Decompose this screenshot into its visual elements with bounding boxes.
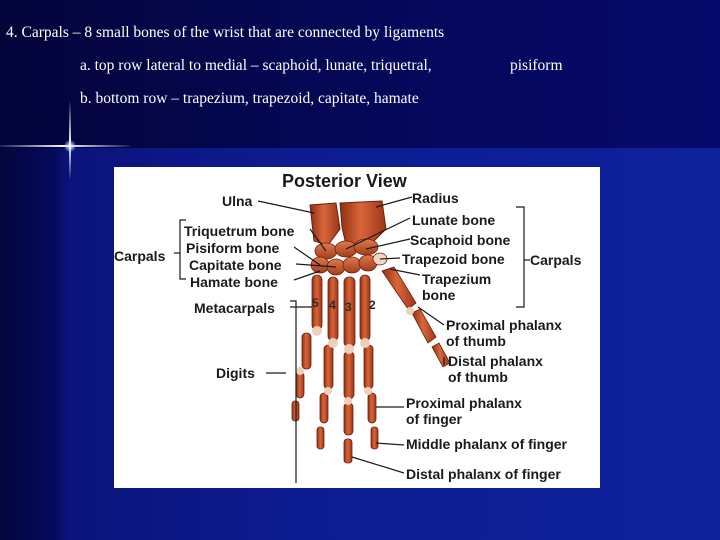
figure-title: Posterior View bbox=[282, 171, 407, 191]
label-radius: Radius bbox=[412, 190, 459, 206]
label-trapezoid: Trapezoid bone bbox=[402, 251, 505, 267]
label-proximal-phalanx-thumb: Proximal phalanx bbox=[446, 317, 562, 333]
label-distal-phalanx-thumb-cont: of thumb bbox=[448, 369, 508, 385]
metacarpal-number-4: 4 bbox=[329, 298, 336, 312]
label-distal-phalanx-thumb: Distal phalanx bbox=[448, 353, 543, 369]
label-proximal-phalanx-thumb-cont: of thumb bbox=[446, 333, 506, 349]
label-trapezium-cont: bone bbox=[422, 287, 456, 303]
label-scaphoid: Scaphoid bone bbox=[410, 232, 511, 248]
metacarpal-number-2: 2 bbox=[369, 298, 376, 312]
forearm-bones bbox=[309, 200, 387, 246]
label-ulna: Ulna bbox=[222, 193, 253, 209]
hand-bones-illustration bbox=[174, 196, 530, 483]
metacarpal-number-5: 5 bbox=[312, 296, 319, 310]
label-metacarpals: Metacarpals bbox=[194, 300, 275, 316]
metacarpal-number-3: 3 bbox=[345, 300, 352, 314]
label-lunate: Lunate bone bbox=[412, 212, 496, 228]
bottom-row-text: b. bottom row – trapezium, trapezoid, ca… bbox=[80, 90, 419, 107]
label-proximal-phalanx-finger-cont: of finger bbox=[406, 411, 462, 427]
joint-caps bbox=[296, 307, 414, 405]
carpal-bones bbox=[310, 238, 388, 276]
leader-lines bbox=[174, 196, 530, 483]
label-proximal-phalanx-finger: Proximal phalanx bbox=[406, 395, 522, 411]
label-distal-phalanx: Distal phalanx of finger bbox=[406, 466, 561, 482]
label-carpals-left: Carpals bbox=[114, 248, 166, 264]
top-row-text: a. top row lateral to medial – scaphoid,… bbox=[80, 57, 432, 74]
label-carpals-right: Carpals bbox=[530, 252, 582, 268]
label-capitate: Capitate bone bbox=[189, 257, 282, 273]
label-hamate: Hamate bone bbox=[190, 274, 278, 290]
hand-anatomy-figure: Posterior View Ulna Radius Carpals Triqu… bbox=[114, 167, 600, 488]
label-trapezium: Trapezium bbox=[422, 271, 492, 287]
left-shadow-strip bbox=[0, 148, 68, 540]
carpals-heading: 4. Carpals – 8 small bones of the wrist … bbox=[6, 24, 445, 41]
sparkle-icon bbox=[64, 140, 76, 152]
label-pisiform: Pisiform bone bbox=[186, 240, 280, 256]
label-triquetrum: Triquetrum bone bbox=[184, 223, 295, 239]
title-band bbox=[0, 0, 720, 148]
label-middle-phalanx: Middle phalanx of finger bbox=[406, 436, 568, 452]
top-row-text-end: pisiform bbox=[510, 57, 563, 74]
label-digits: Digits bbox=[216, 365, 255, 381]
